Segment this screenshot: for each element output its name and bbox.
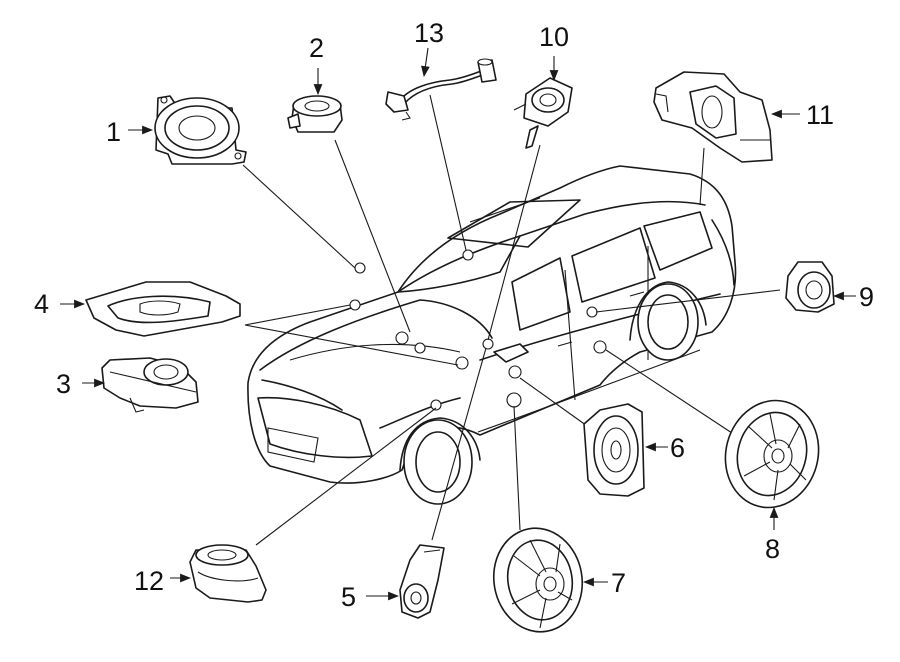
part-5-bracket-speaker	[399, 544, 445, 619]
callout-3: 3	[56, 369, 71, 399]
callout-8: 8	[765, 534, 780, 564]
callout-labels: 1 2 3 4 5 6 7 8 9 10 11 12 13	[34, 18, 874, 612]
callout-11: 11	[806, 100, 834, 130]
callout-5: 5	[341, 582, 356, 612]
part-9-tweeter	[785, 261, 835, 313]
part-4-dash-cover	[85, 281, 241, 337]
part-13-cable	[385, 58, 497, 121]
callout-13: 13	[414, 18, 444, 48]
callout-1: 1	[106, 117, 121, 147]
part-12-speaker	[189, 544, 267, 603]
callout-arrows	[60, 47, 856, 601]
part-6-speaker	[583, 403, 645, 497]
part-8-woofer	[724, 399, 820, 509]
part-11-subwoofer-box	[653, 71, 773, 163]
callout-9: 9	[859, 282, 874, 312]
callout-2: 2	[309, 33, 324, 63]
part-10-tweeter-bracket	[513, 77, 573, 149]
part-3-center-speaker	[101, 357, 199, 413]
leader-lines	[242, 94, 781, 546]
part-7-woofer	[492, 527, 584, 633]
part-1-speaker	[154, 95, 247, 165]
callout-10: 10	[539, 22, 569, 52]
part-2-tweeter	[287, 95, 343, 133]
callout-7: 7	[611, 568, 626, 598]
callout-4: 4	[34, 289, 49, 319]
callout-6: 6	[670, 433, 685, 463]
vehicle-outline	[247, 165, 737, 505]
callout-12: 12	[134, 566, 164, 596]
